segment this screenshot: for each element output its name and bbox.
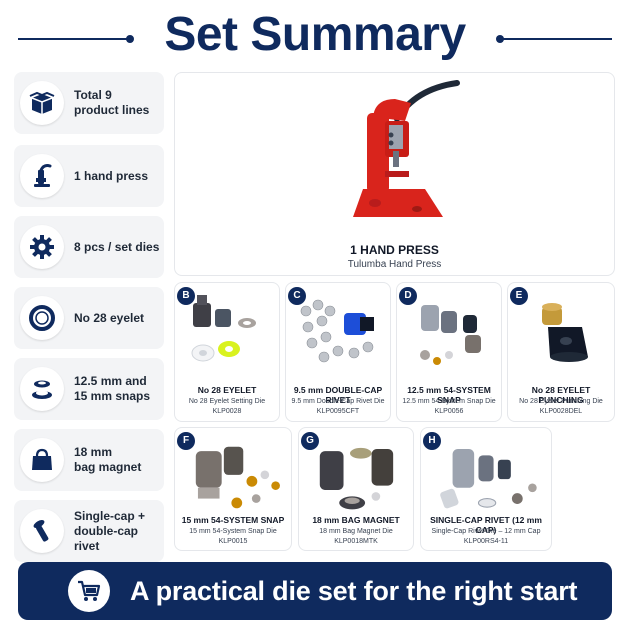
feature-product-lines: Total 9 product lines xyxy=(14,72,164,134)
feature-bag-magnet: 18 mm bag magnet xyxy=(14,429,164,491)
card-code: KLP00RS4-11 xyxy=(463,538,509,545)
card-badge: F xyxy=(177,432,195,450)
feature-label: 8 pcs / set dies xyxy=(74,239,160,254)
title-rule-right xyxy=(500,38,612,40)
die-card-e: E No 28 EYELET PUNCHING No 28 Eyelet Pun… xyxy=(507,282,615,422)
card-subtitle: No 28 Eyelet Setting Die xyxy=(188,398,266,405)
card-title: No 28 EYELET xyxy=(197,385,257,395)
title-rule-left xyxy=(18,38,130,40)
card-title: 12.5 mm 54-SYSTEM SNAP xyxy=(407,385,491,405)
feature-rivet: Single-cap + double-cap rivet xyxy=(14,500,164,562)
card-code: KLP0095CFT xyxy=(316,408,360,415)
card-title: No 28 EYELET PUNCHING xyxy=(531,385,591,405)
card-badge: B xyxy=(177,287,195,305)
cart-icon xyxy=(68,570,110,612)
bag-magnet-die-image xyxy=(319,447,394,510)
feature-eyelet: No 28 eyelet xyxy=(14,287,164,349)
die-card-d: D 12.5 mm 54-SYSTEM SNAP 12.5 mm 54-Syst… xyxy=(396,282,502,422)
feature-hand-press: 1 hand press xyxy=(14,145,164,207)
eyelet-ring-icon xyxy=(20,296,64,340)
card-subtitle: 9.5 mm Double-Cap Rivet Die xyxy=(291,398,385,405)
eyelet-die-image xyxy=(191,295,256,362)
card-badge: G xyxy=(301,432,319,450)
card-badge: D xyxy=(399,287,417,305)
hand-press-icon xyxy=(20,154,64,198)
card-subtitle: 18 mm Bag Magnet Die xyxy=(319,528,393,535)
snap-15-die-image xyxy=(195,446,280,509)
card-title: 15 mm 54-SYSTEM SNAP xyxy=(181,515,285,525)
feature-label: 18 mm bag magnet xyxy=(74,445,142,474)
banner-text: A practical die set for the right start xyxy=(130,576,578,606)
card-code: KLP0018MTK xyxy=(334,538,378,545)
feature-label: Total 9 product lines xyxy=(74,88,150,117)
card-title: 18 mm BAG MAGNET xyxy=(312,515,400,525)
die-card-g: G 18 mm BAG MAGNET 18 mm Bag Magnet Die … xyxy=(298,427,414,551)
rivet-tool-icon xyxy=(20,509,64,553)
hand-press-image xyxy=(353,80,460,217)
eyelet-punching-die-image xyxy=(542,303,588,362)
card-subtitle: No 28 Eyelet Punching Die xyxy=(519,398,603,405)
feature-label: 12.5 mm and 15 mm snaps xyxy=(74,374,151,403)
card-code: KLP0028DEL xyxy=(539,408,583,415)
die-card-h: H SINGLE-CAP RIVET (12 mm CAP) Single-Ca… xyxy=(420,427,552,551)
card-code: KLP0028 xyxy=(212,408,242,415)
card-badge: H xyxy=(423,432,441,450)
snap-12-5-die-image xyxy=(420,305,481,365)
double-cap-rivet-image xyxy=(300,299,374,363)
die-card-b: B No 28 EYELET No 28 Eyelet Setting Die … xyxy=(174,282,280,422)
card-title: 9.5 mm DOUBLE-CAP RIVET xyxy=(293,385,383,405)
card-badge: E xyxy=(510,287,528,305)
die-card-f: F 15 mm 54-SYSTEM SNAP 15 mm 54-System S… xyxy=(174,427,292,551)
die-card-c: C 9.5 mm DOUBLE-CAP RIVET 9.5 mm Double-… xyxy=(285,282,391,422)
page-title: Set Summary xyxy=(164,8,466,61)
snaps-icon xyxy=(20,367,64,411)
title-row: Set Summary xyxy=(0,4,630,66)
bottom-banner: A practical die set for the right start xyxy=(18,562,612,620)
card-code: KLP0015 xyxy=(218,538,248,545)
single-cap-rivet-die-image xyxy=(440,448,537,509)
card-subtitle: 15 mm 54-System Snap Die xyxy=(189,528,277,535)
bag-icon xyxy=(20,438,64,482)
card-badge: C xyxy=(288,287,306,305)
feature-snaps: 12.5 mm and 15 mm snaps xyxy=(14,358,164,420)
box-icon xyxy=(20,81,64,125)
hand-press-title: 1 HAND PRESS xyxy=(350,243,439,257)
feature-label: Single-cap + double-cap rivet xyxy=(74,508,146,553)
card-title: SINGLE-CAP RIVET (12 mm CAP) xyxy=(430,515,542,535)
gear-icon xyxy=(20,225,64,269)
hand-press-subtitle: Tulumba Hand Press xyxy=(347,259,442,270)
card-code: KLP0056 xyxy=(434,408,464,415)
hand-press-card: 1 HAND PRESS Tulumba Hand Press xyxy=(174,72,615,276)
feature-set-dies: 8 pcs / set dies xyxy=(14,216,164,278)
title-dot-left xyxy=(126,35,134,43)
feature-label: No 28 eyelet xyxy=(74,310,145,325)
card-subtitle: Single-Cap Rivet Die – 12 mm Cap xyxy=(431,528,541,535)
feature-label: 1 hand press xyxy=(74,168,149,183)
card-subtitle: 12.5 mm 54-System Snap Die xyxy=(402,398,496,405)
